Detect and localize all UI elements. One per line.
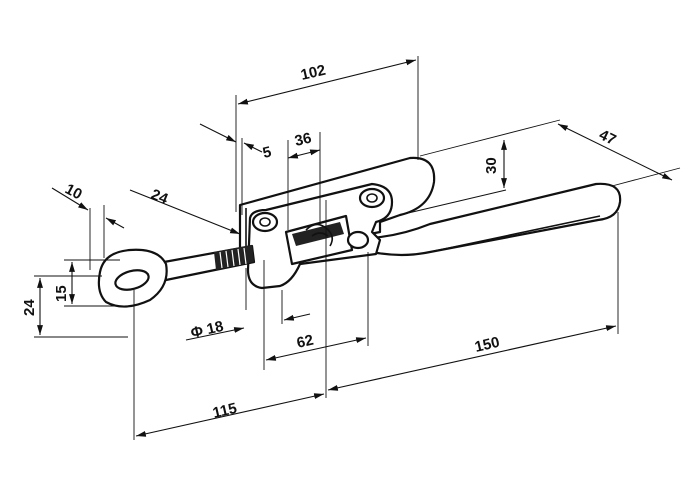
dim-150-line (327, 325, 617, 391)
dim-47-line (557, 123, 673, 181)
dim-5-line (199, 123, 237, 143)
dim-36-label: 36 (293, 130, 313, 150)
dim-24-top-label: 24 (149, 186, 171, 208)
dim-102-label: 102 (299, 62, 327, 84)
dim-62-line (265, 337, 367, 361)
dim-150-label: 150 (473, 334, 501, 356)
dim-102-line (237, 59, 417, 105)
dim-phi18-line (185, 327, 245, 341)
handle-lever-inner (429, 215, 601, 253)
dimension-labels: 102 36 5 24 10 30 47 24 15 Φ 18 62 150 1… (21, 62, 619, 422)
pivot-pin-front-hole (259, 217, 271, 227)
dim-24-top-line (129, 189, 241, 235)
dim-47-label: 47 (596, 126, 618, 149)
dim-5-line-b (243, 142, 263, 153)
eye-bolt-hole (114, 269, 150, 291)
dim-15-label: 15 (53, 285, 70, 302)
dim-10-line-b (105, 217, 125, 229)
handle-lever (368, 182, 622, 257)
dim-115-label: 115 (211, 400, 238, 422)
pivot-pin-front (251, 211, 279, 233)
dim-phi18-line-b (283, 313, 311, 321)
extension-lines (34, 56, 681, 440)
base-plate-edge (239, 205, 247, 252)
clamp-assembly (97, 156, 622, 308)
pivot-pin-rear-hole (366, 193, 378, 203)
dim-10-label: 10 (62, 181, 85, 204)
dim-phi18-label: Φ 18 (189, 318, 225, 342)
dim-115-line (135, 393, 325, 437)
dimension-lines (37, 59, 673, 437)
dim-30-label: 30 (483, 157, 500, 174)
dim-10-line (51, 187, 89, 211)
pivot-pin-rear (358, 187, 386, 209)
dim-5-label: 5 (261, 143, 273, 161)
dim-24-left-label: 24 (21, 299, 38, 316)
pivot-pin-mid (346, 230, 370, 250)
rod-thread-lines (219, 247, 247, 269)
dim-36-line (287, 149, 321, 159)
dim-62-label: 62 (295, 332, 315, 352)
